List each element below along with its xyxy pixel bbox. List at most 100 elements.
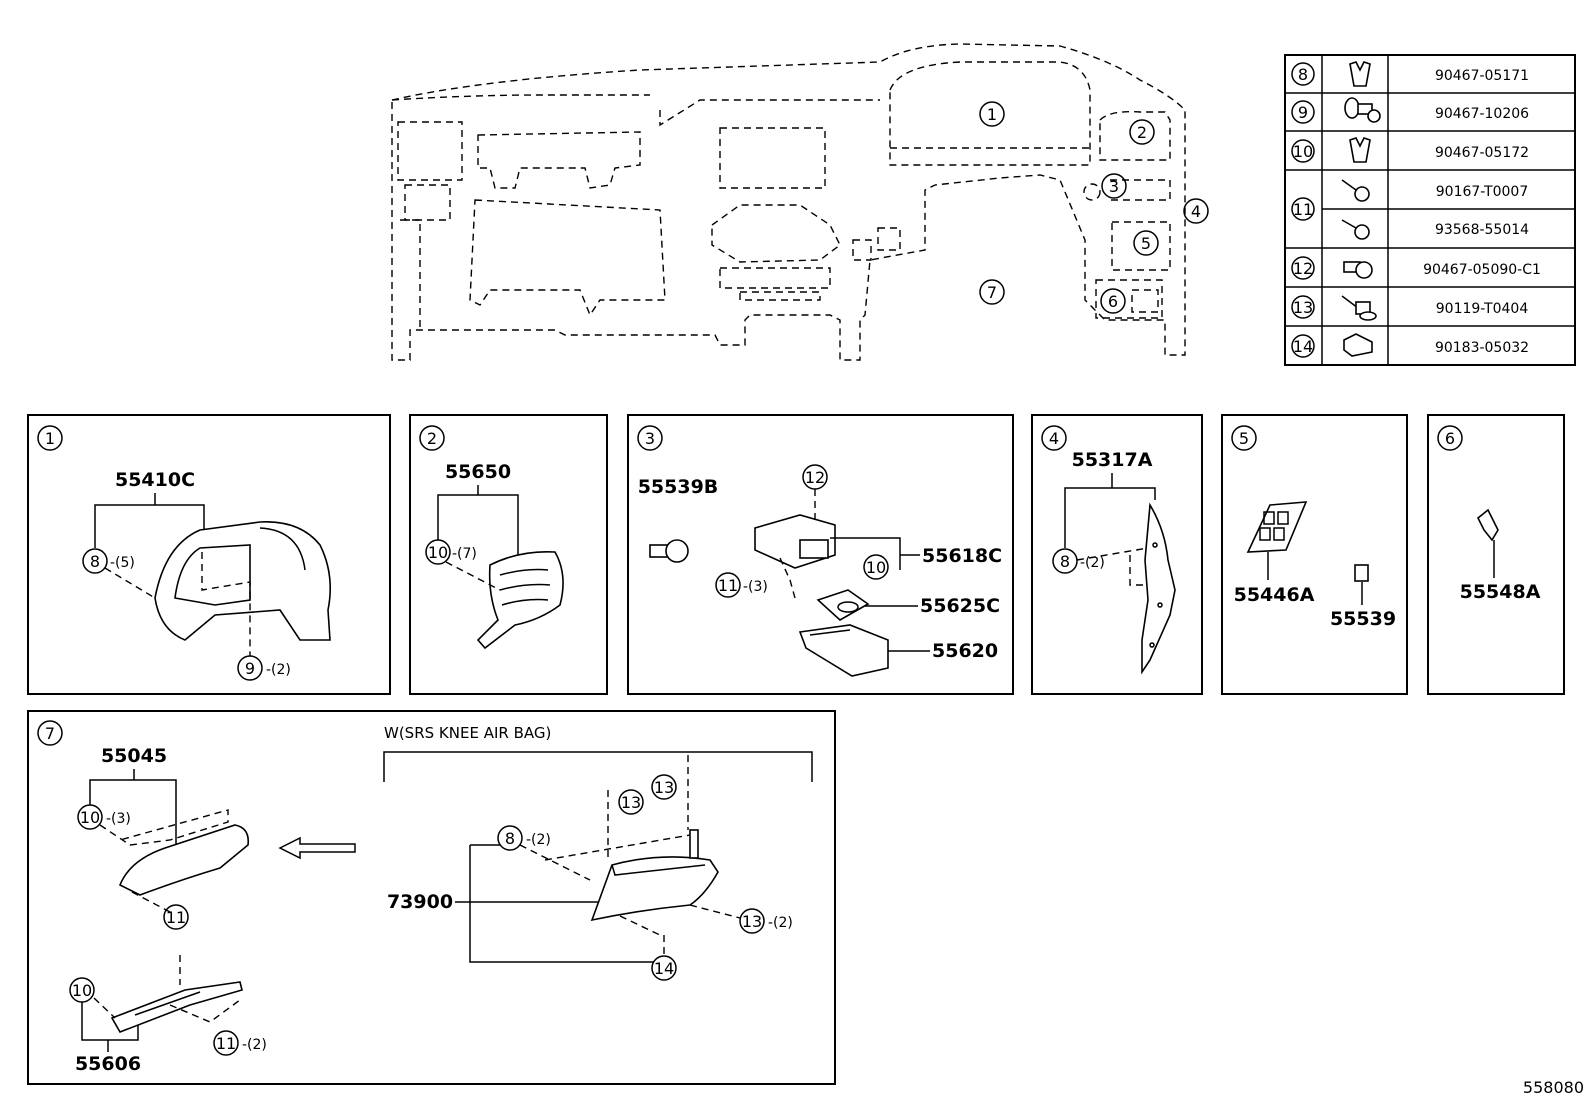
table-row-14: 14 90183-05032	[1291, 333, 1529, 358]
svg-text:10: 10	[80, 808, 100, 827]
panel-6: 6 55548A	[1427, 414, 1565, 695]
svg-text:-(2): -(2)	[1080, 555, 1105, 571]
figure-number: 558080	[1523, 1078, 1584, 1097]
panel-1: 1 55410C 8 -(5) 9 -(2)	[27, 414, 391, 695]
svg-text:W(SRS KNEE AIR BAG): W(SRS KNEE AIR BAG)	[384, 724, 551, 742]
screw-icon	[1341, 179, 1370, 240]
table-row-10: 10 90467-05172	[1291, 137, 1529, 163]
svg-text:-(3): -(3)	[743, 579, 768, 595]
svg-text:8: 8	[1298, 65, 1308, 84]
fastener-table: 8 90467-05171 9 90467-10206 10 90467-051…	[1284, 54, 1576, 366]
clip-icon	[1349, 61, 1371, 87]
overview-callout-7: 7	[979, 279, 1005, 305]
panel-4: 4 55317A 8 -(2)	[1031, 414, 1203, 695]
svg-text:1: 1	[987, 105, 997, 124]
svg-text:90467-05171: 90467-05171	[1435, 68, 1529, 84]
svg-text:4: 4	[1191, 202, 1201, 221]
cup-holder-part	[816, 589, 870, 621]
panel-5: 5 55446A 55539	[1221, 414, 1408, 695]
table-row-9: 9 90467-10206	[1291, 97, 1529, 124]
svg-text:55410C: 55410C	[115, 469, 195, 491]
svg-text:-(7): -(7)	[452, 546, 477, 562]
panel-7: 7 55045 10 -(3) 11 10 55606 11 -(2) W(SR…	[27, 710, 836, 1085]
svg-text:5: 5	[1239, 429, 1249, 448]
table-row-11: 11 90167-T0007 93568-55014	[1291, 179, 1529, 240]
pin-icon	[1343, 261, 1373, 279]
socket-part	[649, 539, 689, 563]
svg-text:55317A: 55317A	[1072, 449, 1153, 471]
svg-text:55548A: 55548A	[1460, 581, 1541, 603]
svg-text:11: 11	[166, 908, 186, 927]
drawer-box	[798, 624, 889, 677]
svg-text:55539B: 55539B	[638, 476, 719, 498]
cluster-finish-panel	[154, 521, 332, 641]
svg-text:5: 5	[1141, 234, 1151, 253]
svg-text:-(5): -(5)	[110, 555, 135, 571]
svg-text:10: 10	[866, 558, 886, 577]
switch-panel	[1246, 501, 1308, 553]
svg-text:-(2): -(2)	[768, 915, 793, 931]
overview-callout-4: 4	[1183, 198, 1209, 224]
svg-text:6: 6	[1445, 429, 1455, 448]
svg-text:90167-T0007: 90167-T0007	[1436, 184, 1528, 200]
nut-icon	[1343, 333, 1373, 357]
svg-text:55618C: 55618C	[922, 545, 1002, 567]
svg-text:-(2): -(2)	[266, 662, 291, 678]
svg-text:4: 4	[1049, 429, 1059, 448]
svg-text:13: 13	[621, 793, 641, 812]
svg-text:14: 14	[654, 959, 674, 978]
svg-text:8: 8	[90, 552, 100, 571]
svg-text:1: 1	[45, 429, 55, 448]
svg-text:55620: 55620	[932, 640, 998, 662]
table-row-8: 8 90467-05171	[1291, 61, 1529, 87]
svg-text:6: 6	[1108, 292, 1118, 311]
svg-text:8: 8	[505, 829, 515, 848]
clip-icon	[1349, 137, 1371, 163]
svg-text:90467-05172: 90467-05172	[1435, 145, 1529, 161]
svg-text:55539: 55539	[1330, 608, 1396, 630]
svg-text:2: 2	[427, 429, 437, 448]
svg-text:9: 9	[245, 659, 255, 678]
overview-callout-3: 3	[1101, 173, 1127, 199]
svg-text:13: 13	[1293, 298, 1313, 317]
panel-3: 3 55539B 12 10 55618C 11 -(3) 55625C	[627, 414, 1014, 695]
svg-text:90467-10206: 90467-10206	[1435, 106, 1529, 122]
instrument-panel-overview	[391, 43, 1186, 361]
side-register-vent	[476, 550, 564, 650]
overview-callout-2: 2	[1129, 119, 1155, 145]
svg-text:90119-T0404: 90119-T0404	[1436, 301, 1529, 317]
svg-text:11: 11	[216, 1034, 236, 1053]
console-bracket	[754, 514, 836, 569]
svg-text:11: 11	[1293, 200, 1313, 219]
push-rivet-icon	[1344, 97, 1381, 123]
svg-text:7: 7	[45, 724, 55, 743]
overview-callout-1: 1	[979, 101, 1005, 127]
svg-text:2: 2	[1137, 123, 1147, 142]
knee-airbag-module	[590, 829, 719, 922]
svg-text:10: 10	[1293, 142, 1313, 161]
svg-text:90183-05032: 90183-05032	[1435, 340, 1529, 356]
svg-text:-(2): -(2)	[526, 832, 551, 848]
panel-2: 2 55650 10 -(7)	[409, 414, 608, 695]
svg-text:13: 13	[742, 912, 762, 931]
direction-arrow	[278, 836, 356, 860]
svg-text:7: 7	[987, 283, 997, 302]
svg-text:8: 8	[1060, 552, 1070, 571]
bolt-icon	[1341, 295, 1377, 321]
small-switch	[1354, 564, 1369, 582]
svg-text:55650: 55650	[445, 461, 511, 483]
svg-text:11: 11	[718, 576, 738, 595]
cover-clip	[1476, 508, 1499, 542]
svg-text:14: 14	[1293, 337, 1313, 356]
svg-text:3: 3	[645, 429, 655, 448]
svg-text:-(3): -(3)	[106, 811, 131, 827]
reinforcement-bracket	[110, 981, 243, 1033]
table-row-13: 13 90119-T0404	[1291, 295, 1529, 321]
svg-text:10: 10	[72, 981, 92, 1000]
svg-text:93568-55014: 93568-55014	[1435, 222, 1529, 238]
svg-text:90467-05090-C1: 90467-05090-C1	[1423, 262, 1541, 278]
overview-callout-5: 5	[1133, 230, 1159, 256]
svg-text:73900: 73900	[387, 891, 453, 913]
svg-text:13: 13	[654, 778, 674, 797]
